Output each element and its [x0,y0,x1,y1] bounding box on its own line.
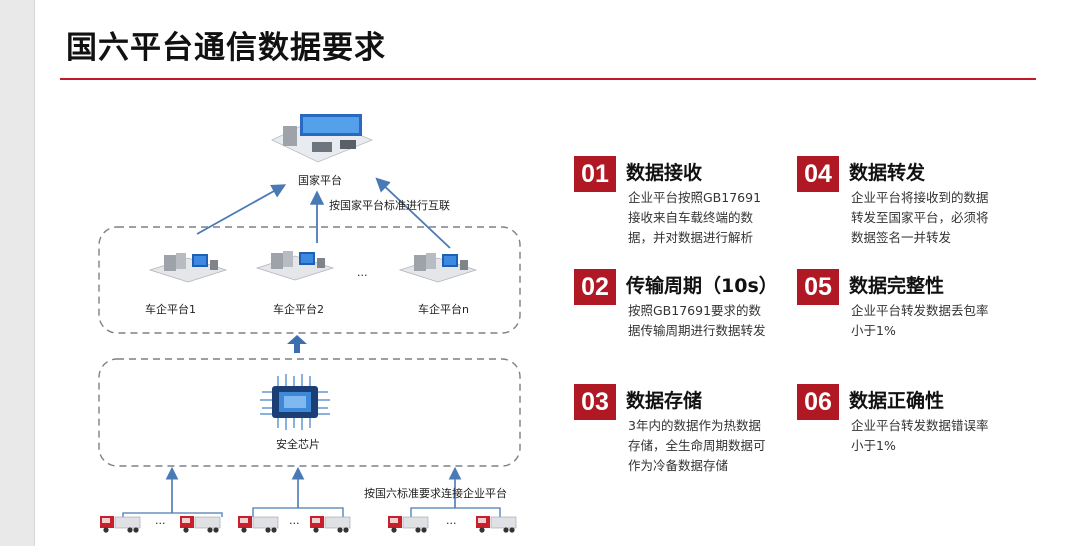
server-icon-n [399,252,477,283]
truck-ellipsis-3: ... [446,514,457,527]
requirement-number: 06 [797,384,839,420]
requirement-number: 03 [574,384,616,420]
chip-to-platform-arrow [287,335,307,353]
platform-ellipsis: ... [357,266,368,279]
requirement-block-01: 01 数据接收 企业平台按照GB17691接收来自车载终端的数据，并对数据进行解… [574,156,794,246]
page-title: 国六平台通信数据要求 [66,30,386,66]
uplink-arrow-1 [196,184,287,235]
oem-platform-label-2: 车企平台2 [273,302,324,316]
slide-edge [34,0,35,546]
requirement-desc: 3年内的数据作为热数据存储，全生命周期数据可作为冷备数据存储 [628,418,766,473]
truck-icon [387,515,429,534]
truck-ellipsis-1: ... [155,514,166,527]
interconnect-label: 按国家平台标准进行互联 [329,198,450,212]
oem-platform-label-n: 车企平台n [418,302,469,316]
requirement-title: 数据转发 [849,162,926,184]
truck-icon [237,515,279,534]
security-chip-group [98,358,521,467]
requirement-title: 数据存储 [626,390,703,412]
truck-icon [475,515,517,534]
requirement-number: 01 [574,156,616,192]
title-divider [60,78,1036,80]
requirement-desc: 企业平台转发数据错误率小于1% [851,418,989,453]
requirement-block-02: 02 传输周期（10s） 按照GB17691要求的数据传输周期进行数据转发 [574,269,794,359]
truck-connector-lines [122,507,501,517]
chip-label: 安全芯片 [276,437,320,451]
server-icon-2 [256,250,334,281]
national-platform-label: 国家平台 [298,173,342,187]
requirement-number: 02 [574,269,616,305]
requirement-title: 数据正确性 [849,390,945,412]
oem-platform-label-1: 车企平台1 [145,302,196,316]
truck-icon [179,515,221,534]
oem-platforms-group [98,226,521,334]
requirement-desc: 企业平台按照GB17691接收来自车载终端的数据，并对数据进行解析 [628,190,762,245]
requirement-block-04: 04 数据转发 企业平台将接收到的数据转发至国家平台，必须将数据签名一并转发 [797,156,1017,246]
requirement-number: 04 [797,156,839,192]
requirement-title: 传输周期（10s） [626,275,778,297]
requirement-desc: 企业平台将接收到的数据转发至国家平台，必须将数据签名一并转发 [851,190,989,245]
requirement-block-06: 06 数据正确性 企业平台转发数据错误率小于1% [797,384,1017,454]
requirement-desc: 按照GB17691要求的数据传输周期进行数据转发 [628,303,766,338]
security-chip-icon [260,374,330,430]
uplink-arrow-n [375,177,451,249]
requirement-number: 05 [797,269,839,305]
requirement-block-03: 03 数据存储 3年内的数据作为热数据存储，全生命周期数据可作为冷备数据存储 [574,384,794,474]
server-icon-1 [149,252,227,283]
truck-icon [99,515,141,534]
national-platform-icon [271,114,374,163]
truck-ellipsis-2: ... [289,514,300,527]
truck-icon [309,515,351,534]
requirement-desc: 企业平台转发数据丢包率小于1% [851,303,989,338]
requirement-title: 数据完整性 [849,275,945,297]
connect-label: 按国六标准要求连接企业平台 [364,486,507,500]
requirement-title: 数据接收 [626,162,703,184]
requirement-block-05: 05 数据完整性 企业平台转发数据丢包率小于1% [797,269,1017,339]
